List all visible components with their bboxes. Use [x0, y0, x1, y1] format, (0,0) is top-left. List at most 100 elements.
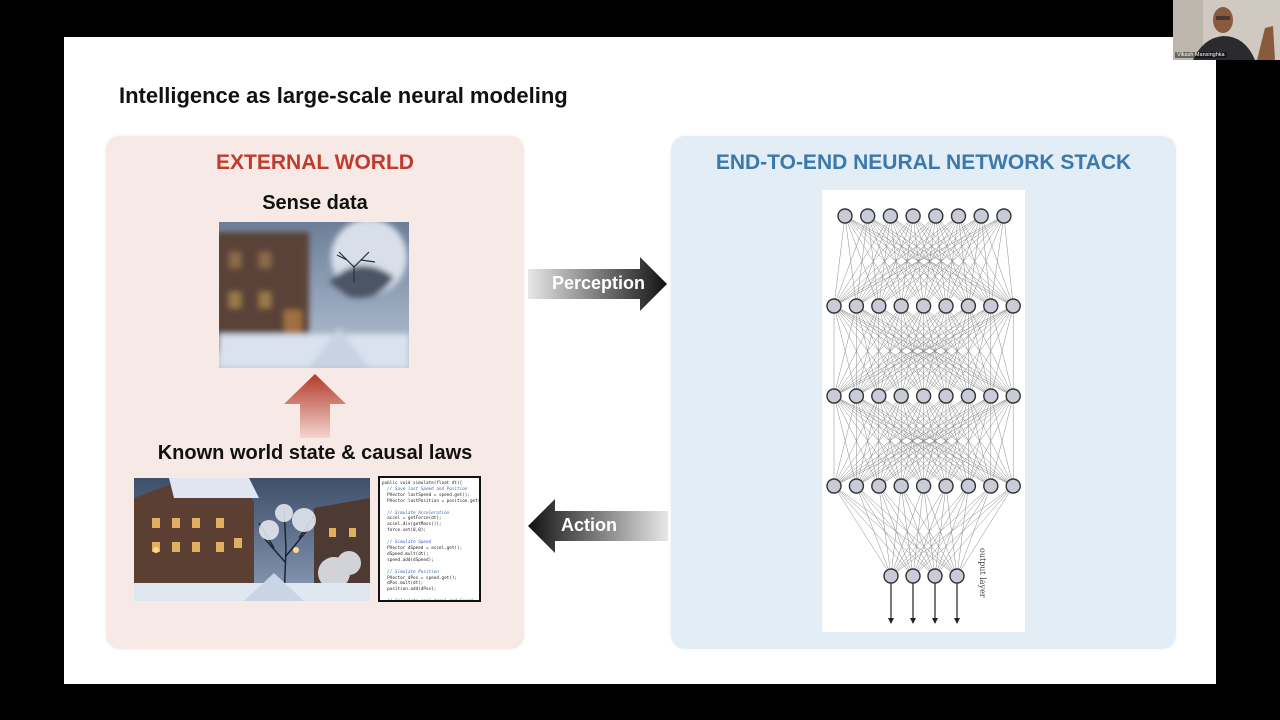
participant-name: Vikash Mansinghka — [1175, 52, 1227, 58]
neuron-node — [893, 478, 909, 494]
neuron-node — [882, 208, 899, 224]
network-connection — [878, 215, 1005, 307]
network-connection — [890, 485, 924, 577]
network-connection — [901, 215, 1005, 307]
neuron-node — [950, 208, 967, 224]
sense-data-label: Sense data — [262, 192, 368, 214]
network-connection — [890, 485, 902, 577]
neuron-node — [949, 568, 965, 584]
code-line: position.add(dPos); — [382, 587, 437, 593]
code-snippet: public void simulate(float dt){ // Save … — [378, 476, 481, 602]
network-connection — [833, 215, 936, 307]
code-line: public void simulate(float dt){ — [382, 481, 463, 486]
neuron-node — [1005, 388, 1021, 404]
output-arrowhead — [888, 618, 894, 624]
network-connection — [923, 215, 1005, 307]
network-connection — [890, 485, 991, 577]
code-line: PVector lastPosition = position.get(); — [382, 498, 481, 504]
neuron-node — [927, 568, 943, 584]
neuron-node — [826, 298, 842, 314]
network-connection — [901, 305, 1014, 397]
neural-network-diagram: output layer — [822, 190, 1025, 632]
neuron-node — [848, 388, 865, 404]
network-connection — [1003, 215, 1014, 307]
network-connection — [833, 305, 947, 397]
network-connection — [833, 305, 991, 397]
known-world-label: Known world state & causal laws — [157, 442, 473, 464]
code-line: // Save last Speed and Position — [382, 486, 468, 492]
network-connection — [833, 395, 969, 487]
neuron-node — [837, 208, 853, 224]
network-connection — [878, 305, 1014, 397]
network-connection — [968, 395, 1014, 487]
network-connection — [856, 395, 1014, 487]
network-connection — [833, 215, 846, 307]
network-connection — [833, 395, 880, 487]
network-connection — [990, 215, 1005, 307]
neuron-node — [871, 298, 887, 314]
network-connection — [934, 485, 1014, 577]
neuron-node — [938, 298, 954, 314]
code-line: PVector dSpeed = accel.get(); — [382, 545, 463, 551]
action-label: Action — [561, 515, 617, 535]
perception-arrow-icon — [528, 257, 667, 311]
code-line: // Calculate real Accel and Speed — [382, 599, 473, 602]
neuron-node — [871, 478, 887, 494]
neuron-node — [938, 478, 954, 494]
network-connection — [833, 305, 902, 397]
sense-data-image — [219, 222, 409, 368]
external-world-panel: EXTERNAL WORLD Sense data — [106, 136, 524, 649]
output-arrowhead — [910, 618, 916, 624]
output-arrowhead — [954, 618, 960, 624]
network-connection — [833, 395, 902, 487]
network-connection — [833, 215, 982, 307]
network-connection — [833, 215, 868, 307]
network-connection — [923, 305, 1014, 397]
neuron-node — [871, 388, 887, 404]
external-world-title: EXTERNAL WORLD — [216, 151, 414, 174]
code-line: // Simulate Position — [382, 569, 439, 575]
neuron-node — [893, 298, 909, 314]
slide: Intelligence as large-scale neural model… — [64, 37, 1216, 684]
network-connection — [945, 395, 1014, 487]
network-connection — [833, 395, 947, 487]
network-connection — [833, 305, 1014, 397]
neuron-node — [960, 388, 977, 404]
neuron-node — [973, 208, 989, 224]
network-connection — [890, 485, 969, 577]
neural-network-panel: END-TO-END NEURAL NETWORK STACK output l… — [671, 136, 1176, 649]
code-line: accel.div(getMass()); — [382, 522, 442, 528]
network-connection — [856, 485, 892, 577]
upward-arrow-icon — [284, 374, 346, 438]
network-connection — [912, 485, 1014, 577]
neuron-node — [960, 478, 977, 494]
network-connection — [856, 215, 1005, 307]
network-connection — [833, 485, 892, 577]
network-connection — [990, 305, 1014, 397]
action-arrow-icon — [528, 499, 668, 553]
network-connection — [833, 215, 914, 307]
neuron-node — [983, 298, 999, 314]
network-connection — [833, 395, 924, 487]
code-line: accel = getForce(dt); — [382, 516, 442, 522]
neuron-node — [905, 568, 921, 584]
neuron-node — [928, 208, 944, 224]
neuron-node — [848, 478, 865, 494]
network-connection — [833, 305, 857, 397]
neuron-node — [860, 208, 876, 224]
network-connection — [990, 395, 1014, 487]
neuron-node — [826, 478, 842, 494]
network-connection — [833, 215, 891, 307]
perception-label: Perception — [552, 273, 646, 293]
network-connection — [833, 395, 857, 487]
neural-network-title: END-TO-END NEURAL NETWORK STACK — [715, 151, 1132, 174]
network-connection — [878, 485, 892, 577]
neuron-node — [905, 208, 921, 224]
code-line: // Simulate Acceleration — [382, 510, 450, 516]
world-scene-image — [134, 478, 370, 601]
network-connection — [833, 305, 880, 397]
network-connection — [945, 305, 1014, 397]
neuron-node — [826, 388, 842, 404]
network-connection — [945, 215, 1005, 307]
network-connection — [890, 485, 947, 577]
